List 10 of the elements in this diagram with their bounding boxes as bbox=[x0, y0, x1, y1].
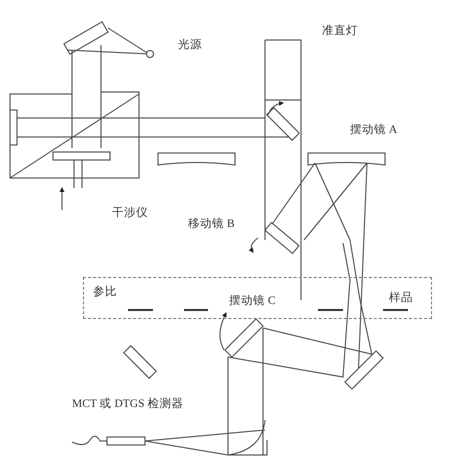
sample-label: 样品 bbox=[389, 293, 413, 304]
mirror-label: 摆动镜 C bbox=[229, 296, 276, 308]
mirror-label: 移动镜 B bbox=[188, 219, 235, 230]
detector-label: MCT 或 DTGS 检测器 bbox=[72, 399, 184, 410]
mirror-label: 摆动镜 A bbox=[350, 125, 398, 136]
reference-label: 参比 bbox=[93, 287, 117, 298]
interferometer-label: 干涉仪 bbox=[112, 208, 148, 220]
sample-region-box bbox=[83, 277, 432, 319]
lamp-label: 准直灯 bbox=[322, 26, 358, 38]
source-label: 光源 bbox=[178, 40, 202, 52]
